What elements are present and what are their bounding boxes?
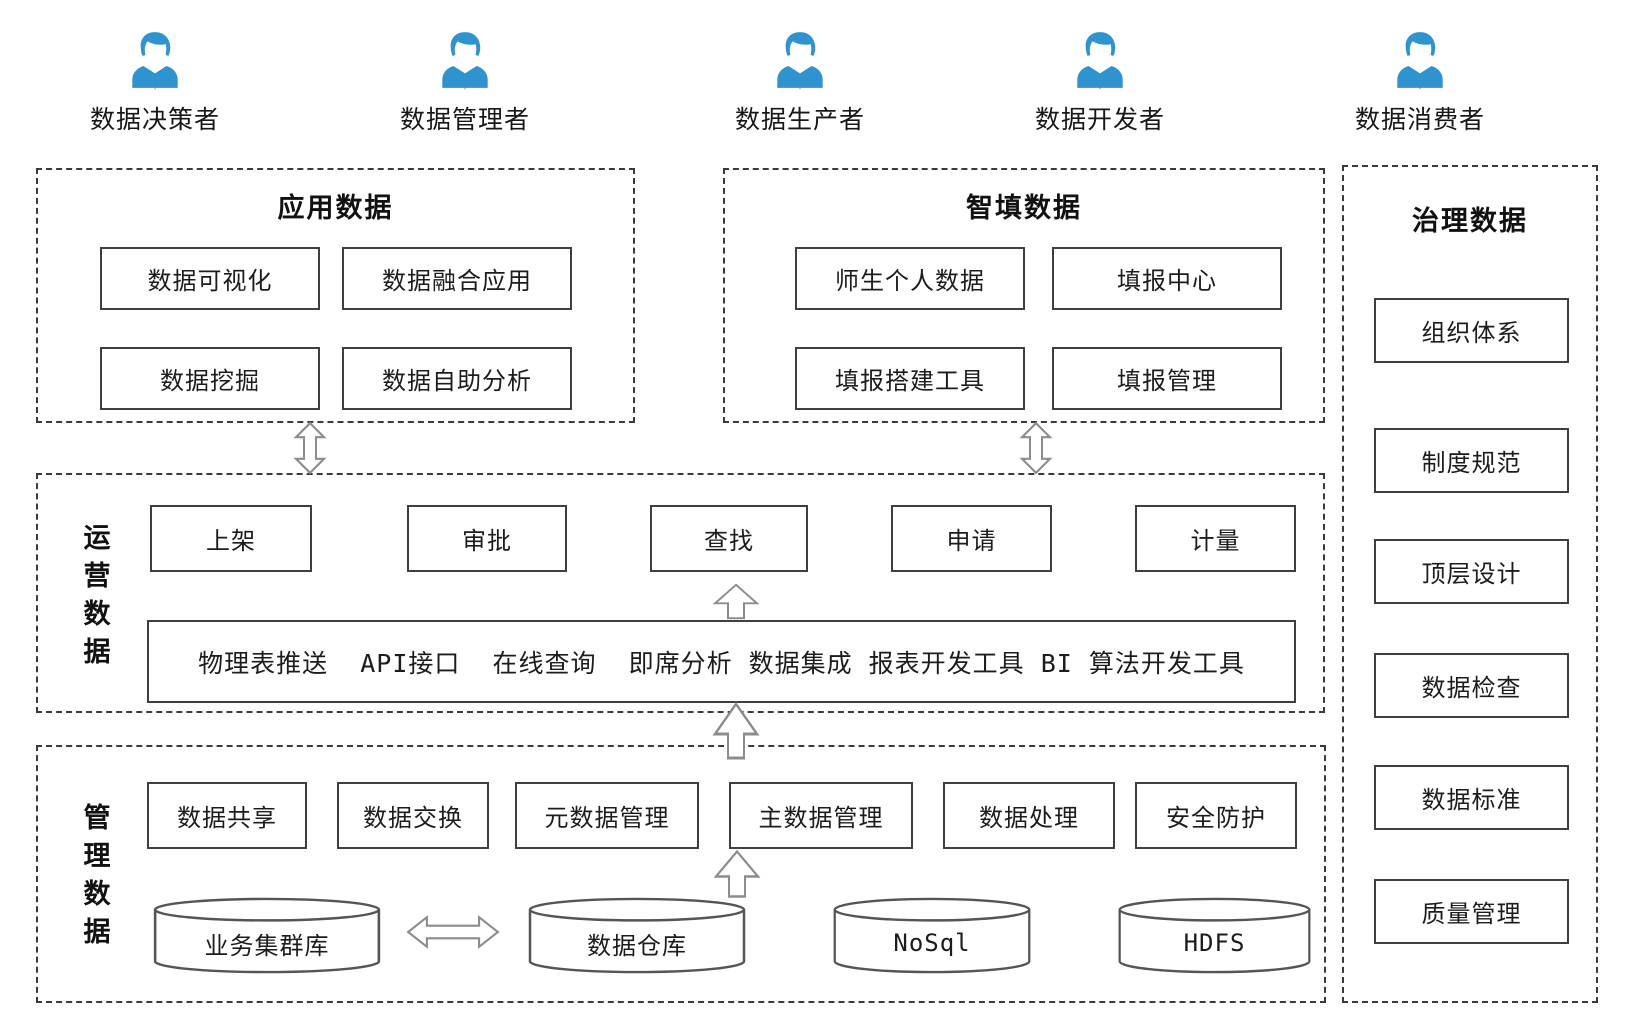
section-smart-fill-data: 智填数据 师生个人数据 填报中心 填报搭建工具 填报管理 (723, 168, 1325, 423)
node-apply: 申请 (891, 505, 1052, 572)
section-title: 应用数据 (277, 193, 394, 223)
node-data-visualization: 数据可视化 (100, 247, 320, 310)
left-right-arrow-cluster-warehouse-icon (406, 913, 500, 951)
node-institutional-norms: 制度规范 (1374, 428, 1569, 493)
user-icon (1397, 32, 1443, 90)
node-search: 查找 (650, 505, 808, 572)
database-cylinder-icon (833, 897, 1031, 974)
node-metering: 计量 (1135, 505, 1296, 572)
section-operation-data: 运营数据 上架 审批 查找 申请 计量 物理表推送 API接口 在线查询 即席分… (36, 473, 1325, 713)
database-cylinder-hdfs: HDFS (1117, 897, 1312, 975)
user-icon (1077, 32, 1123, 90)
section-application-data: 应用数据 数据可视化 数据融合应用 数据挖掘 数据自助分析 (36, 168, 635, 423)
cylinder-label: HDFS (1183, 929, 1246, 957)
cylinder-label: NoSql (893, 929, 971, 957)
node-self-service-analysis: 数据自助分析 (342, 347, 572, 410)
section-title: 治理数据 (1412, 206, 1528, 236)
node-organization-system: 组织体系 (1374, 298, 1569, 363)
node-teacher-student-personal-data: 师生个人数据 (795, 247, 1025, 310)
up-arrow-management-to-operation-icon (711, 701, 761, 761)
node-top-level-design: 顶层设计 (1374, 539, 1569, 604)
node-filling-build-tool: 填报搭建工具 (795, 347, 1025, 410)
actor-data-consumer: 数据消费者 (1340, 28, 1500, 136)
user-icon (777, 32, 823, 90)
actor-label: 数据决策者 (89, 106, 220, 134)
node-filling-center: 填报中心 (1052, 247, 1282, 310)
section-governance-data: 治理数据 组织体系 制度规范 顶层设计 数据检查 数据标准 质量管理 (1342, 165, 1598, 1003)
node-data-exchange: 数据交换 (337, 782, 489, 849)
section-management-data: 管理数据 数据共享 数据交换 元数据管理 主数据管理 数据处理 安全防护 业务集… (36, 745, 1326, 1003)
node-data-processing: 数据处理 (943, 782, 1115, 849)
node-approval: 审批 (407, 505, 567, 572)
user-icon (442, 32, 488, 90)
node-data-mining: 数据挖掘 (100, 347, 320, 410)
double-arrow-smartfill-ops-icon (1014, 421, 1058, 475)
node-data-inspection: 数据检查 (1374, 653, 1569, 718)
node-data-fusion-app: 数据融合应用 (342, 247, 572, 310)
node-data-sharing: 数据共享 (147, 782, 307, 849)
database-cylinder-icon (1118, 897, 1311, 974)
section-vertical-title: 运营数据 (83, 523, 111, 667)
double-arrow-app-ops-icon (288, 421, 332, 475)
actor-data-producer: 数据生产者 (720, 28, 880, 136)
database-cylinder-icon (153, 897, 381, 974)
database-cylinder-nosql: NoSql (832, 897, 1032, 975)
node-security-protection: 安全防护 (1135, 782, 1297, 849)
database-cylinder-data-warehouse: 数据仓库 (527, 897, 747, 975)
actor-data-manager: 数据管理者 (385, 28, 545, 136)
actor-label: 数据生产者 (734, 106, 865, 134)
node-metadata-management: 元数据管理 (515, 782, 699, 849)
user-icon (132, 32, 178, 90)
node-filling-management: 填报管理 (1052, 347, 1282, 410)
actor-label: 数据开发者 (1034, 106, 1165, 134)
actor-data-developer: 数据开发者 (1020, 28, 1180, 136)
actor-data-decision-maker: 数据决策者 (75, 28, 235, 136)
node-publish: 上架 (150, 505, 312, 572)
up-arrow-tools-to-search-icon (711, 583, 761, 620)
actor-label: 数据管理者 (399, 106, 530, 134)
database-cylinder-icon (528, 897, 746, 974)
node-quality-management: 质量管理 (1374, 879, 1569, 944)
section-title: 智填数据 (966, 193, 1082, 223)
node-tools-bar: 物理表推送 API接口 在线查询 即席分析 数据集成 报表开发工具 BI 算法开… (147, 620, 1296, 703)
section-vertical-title: 管理数据 (83, 803, 111, 947)
node-data-standard: 数据标准 (1374, 765, 1569, 830)
up-arrow-warehouse-to-services-icon (712, 849, 762, 899)
cylinder-label: 业务集群库 (204, 931, 330, 960)
database-cylinder-business-cluster: 业务集群库 (152, 897, 382, 975)
tools-label: 物理表推送 API接口 在线查询 即席分析 数据集成 报表开发工具 BI 算法开… (198, 648, 1245, 678)
cylinder-label: 数据仓库 (587, 931, 687, 960)
actor-label: 数据消费者 (1354, 106, 1485, 134)
node-master-data-management: 主数据管理 (729, 782, 913, 849)
